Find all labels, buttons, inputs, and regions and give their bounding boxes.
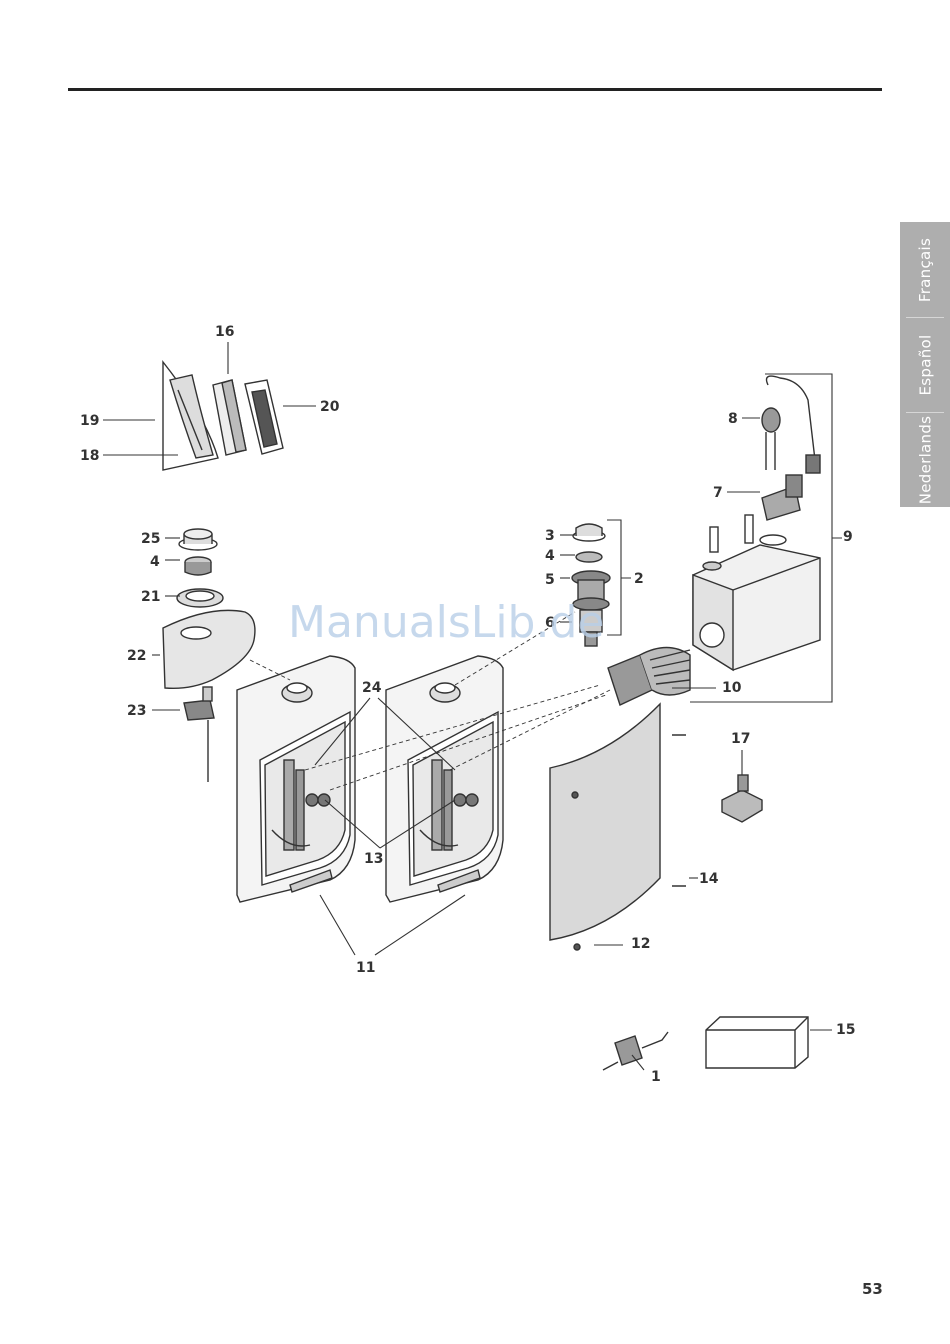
callout-19: 19 — [80, 413, 99, 429]
accessories — [603, 1017, 808, 1070]
housing-right — [386, 656, 503, 902]
callout-10: 10 — [722, 680, 742, 696]
callout-4-left: 4 — [150, 554, 160, 570]
callout-22: 22 — [127, 648, 146, 664]
boiler-assembly — [608, 376, 820, 705]
callout-7: 7 — [713, 485, 723, 501]
callout-20: 20 — [320, 399, 340, 415]
callout-13: 13 — [364, 851, 383, 867]
callout-14: 14 — [699, 871, 719, 887]
callout-15: 15 — [836, 1022, 855, 1038]
callout-1: 1 — [651, 1069, 661, 1085]
callout-3: 3 — [545, 528, 555, 544]
callout-25: 25 — [141, 531, 160, 547]
page-number: 53 — [862, 1280, 883, 1298]
housing-left — [237, 656, 355, 902]
callout-23: 23 — [127, 703, 146, 719]
callout-24: 24 — [362, 680, 382, 696]
callout-8: 8 — [728, 411, 738, 427]
callout-12: 12 — [631, 936, 650, 952]
cover-assembly — [163, 362, 283, 470]
callout-5: 5 — [545, 572, 555, 588]
callout-17: 17 — [731, 731, 750, 747]
callout-18: 18 — [80, 448, 99, 464]
watermark: ManualsLib.de — [288, 597, 604, 648]
callout-11: 11 — [356, 960, 375, 976]
callout-21: 21 — [141, 589, 160, 605]
callout-2: 2 — [634, 571, 644, 587]
callout-4-right: 4 — [545, 548, 555, 564]
callout-9: 9 — [843, 529, 853, 545]
callout-16: 16 — [215, 324, 234, 340]
